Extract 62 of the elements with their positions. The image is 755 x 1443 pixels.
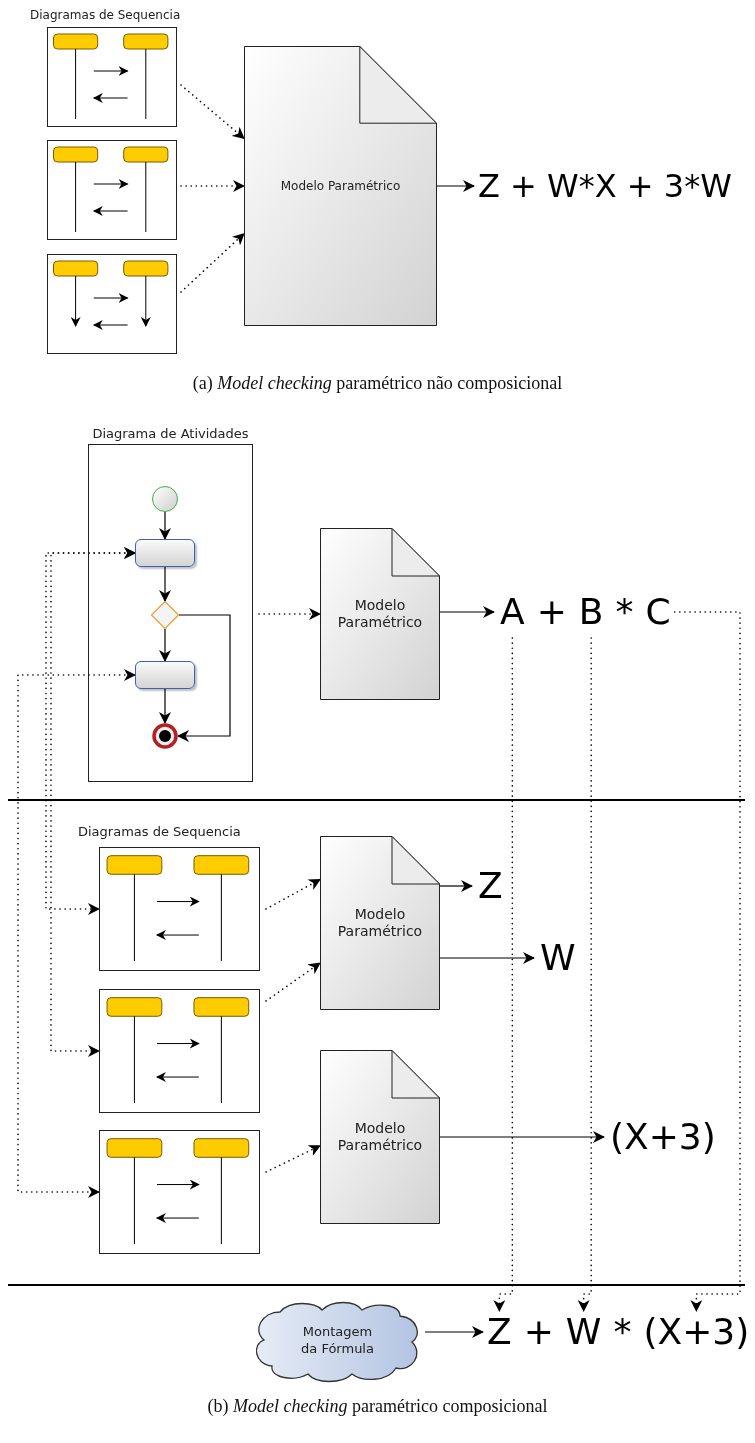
dotted-arrow bbox=[265, 1144, 321, 1173]
node-label: Montagem da Fórmula bbox=[300, 1324, 375, 1357]
formula-text: W bbox=[540, 940, 576, 976]
arrow bbox=[439, 606, 495, 618]
arrow bbox=[436, 180, 475, 192]
sequence-diagram-drawing bbox=[99, 989, 260, 1113]
dotted-arrow bbox=[265, 878, 321, 910]
document-shape bbox=[320, 528, 440, 700]
diagram-group-title: Diagramas de Sequencia bbox=[78, 823, 241, 841]
sequence-diagram-drawing bbox=[99, 847, 260, 971]
action-box bbox=[135, 539, 195, 567]
dotted-arrow bbox=[50, 547, 136, 1057]
sequence-diagram-drawing bbox=[47, 140, 177, 240]
formula-term: Z bbox=[487, 1314, 512, 1350]
formula-term: W bbox=[565, 1314, 602, 1350]
formula-term: (X+3) bbox=[643, 1314, 750, 1350]
arrow bbox=[439, 880, 473, 892]
formula-text: Z + W*X + 3*W bbox=[478, 170, 732, 202]
node-label: Modelo Paramétrico bbox=[336, 905, 424, 941]
operator: * bbox=[615, 594, 634, 630]
dotted-arrow bbox=[180, 180, 245, 192]
start-node bbox=[152, 486, 178, 512]
formula-text: (X+3) bbox=[610, 1119, 716, 1155]
node-label: Modelo Paramétrico bbox=[280, 178, 401, 194]
formula-term: A bbox=[500, 594, 525, 630]
end-node bbox=[152, 723, 178, 749]
sequence-diagram-drawing bbox=[99, 1130, 260, 1254]
arrow bbox=[159, 566, 171, 602]
dotted-arrow bbox=[673, 611, 741, 1312]
operator: + bbox=[523, 1314, 554, 1350]
dotted-arrow bbox=[258, 608, 321, 620]
document-shape bbox=[244, 46, 437, 326]
arrow bbox=[159, 628, 171, 662]
dotted-arrow bbox=[17, 669, 136, 1198]
arrow bbox=[424, 1326, 484, 1338]
decision-diamond bbox=[151, 601, 179, 629]
sequence-diagram-drawing bbox=[47, 27, 177, 127]
action-box bbox=[135, 661, 195, 689]
arrow bbox=[177, 614, 231, 742]
formula-term: B bbox=[578, 594, 604, 630]
frame-title: Diagrama de Atividades bbox=[92, 425, 249, 443]
diagram-group-title: Diagramas de Sequencia bbox=[30, 7, 181, 24]
arrow bbox=[439, 1131, 605, 1143]
arrow bbox=[439, 952, 535, 964]
dotted-arrow bbox=[180, 232, 245, 293]
formula-term: C bbox=[645, 594, 671, 630]
node-label: Modelo Paramétrico bbox=[336, 1119, 424, 1155]
dotted-arrow bbox=[577, 637, 592, 1312]
operator: * bbox=[613, 1314, 632, 1350]
document-shape bbox=[320, 1050, 440, 1224]
arrow bbox=[159, 688, 171, 724]
node-label: Modelo Paramétrico bbox=[336, 596, 424, 632]
sequence-diagram-drawing bbox=[47, 254, 177, 354]
document-shape bbox=[320, 836, 440, 1010]
formula-text: Z bbox=[478, 868, 503, 904]
figure-caption: (a) Model checking paramétrico não composicional bbox=[191, 372, 564, 395]
arrow bbox=[159, 511, 171, 540]
dotted-arrow bbox=[493, 637, 514, 1312]
dotted-arrow bbox=[265, 962, 321, 1002]
figure-caption: (b) Model checking paramétrico composicional bbox=[206, 1395, 549, 1418]
operator: + bbox=[536, 594, 567, 630]
dotted-arrow bbox=[180, 84, 245, 140]
